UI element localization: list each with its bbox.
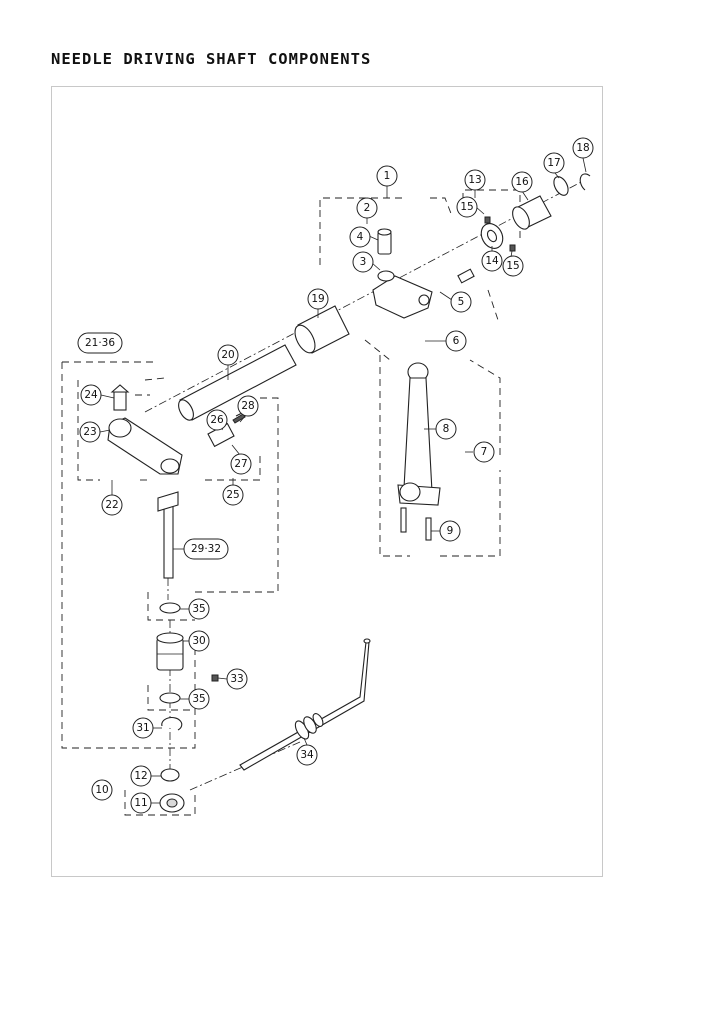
arm-23 [107,384,183,475]
svg-text:6: 6 [453,335,460,347]
ring-18 [579,173,591,191]
callout-6: 6 [445,330,467,352]
bushing-16 [512,195,552,230]
holder-30 [156,632,219,682]
bearing-11 [159,793,185,813]
svg-text:14: 14 [485,255,499,267]
svg-text:4: 4 [357,231,364,243]
crank-3 [372,228,475,319]
callout-26: 26 [206,409,228,431]
svg-text:22: 22 [105,499,118,511]
washer-35-upper [159,602,181,614]
callout-1: 1 [376,165,398,187]
washer-35-lower [159,692,181,704]
svg-text:5: 5 [458,296,465,308]
svg-text:23: 23 [83,426,96,438]
callout-29-32: 29·32 [183,538,229,560]
callout-5: 5 [450,291,472,313]
svg-text:31: 31 [136,722,149,734]
callout-33: 33 [226,668,248,690]
callout-24: 24 [80,384,102,406]
svg-text:15: 15 [460,201,473,213]
svg-text:15: 15 [506,260,519,272]
callout-4: 4 [349,226,371,248]
svg-text:30: 30 [192,635,205,647]
page-title: NEEDLE DRIVING SHAFT COMPONENTS [51,50,372,68]
callout-35-lower: 35 [188,688,210,710]
svg-text:26: 26 [210,414,224,426]
svg-text:11: 11 [134,797,147,809]
svg-text:27: 27 [234,458,247,470]
svg-text:29·32: 29·32 [191,543,221,555]
svg-text:33: 33 [230,673,243,685]
svg-text:20: 20 [221,349,234,361]
sleeve-19 [294,305,350,354]
svg-text:21·36: 21·36 [85,337,115,349]
callout-35-upper: 35 [188,598,210,620]
callout-21-36: 21·36 [77,332,123,354]
connecting-rod-8 [397,362,441,541]
svg-text:13: 13 [468,174,481,186]
callout-19: 19 [307,288,329,310]
svg-text:12: 12 [134,770,147,782]
callout-2: 2 [356,197,378,219]
shaft-20 [178,344,297,421]
callout-20: 20 [217,344,239,366]
svg-text:25: 25 [226,489,239,501]
callout-11: 11 [130,792,152,814]
callout-9: 9 [439,520,461,542]
svg-text:24: 24 [84,389,98,401]
assembly-group-outlines [61,189,521,816]
svg-text:2: 2 [364,202,371,214]
svg-text:8: 8 [443,423,450,435]
callout-30: 30 [188,630,210,652]
callout-25: 25 [222,484,244,506]
callout-18: 18 [572,137,594,159]
rod-34 [239,638,371,771]
svg-text:18: 18 [576,142,589,154]
callout-23: 23 [79,421,101,443]
part-shapes [107,173,591,813]
svg-text:1: 1 [384,170,391,182]
svg-text:9: 9 [447,525,454,537]
svg-text:10: 10 [95,784,108,796]
clip-31 [161,716,183,731]
callout-28: 28 [237,395,259,417]
svg-text:34: 34 [300,749,314,761]
callout-13: 13 [464,169,486,191]
callout-22: 22 [101,494,123,516]
callout-27: 27 [230,453,252,475]
callout-17: 17 [543,152,565,174]
callout-14: 14 [481,250,503,272]
callout-15-upper: 15 [456,196,478,218]
callout-3: 3 [352,251,374,273]
svg-text:35: 35 [192,603,205,615]
callout-34: 34 [296,744,318,766]
needle-bar-29-32 [157,491,179,579]
svg-text:17: 17 [547,157,560,169]
svg-text:16: 16 [515,176,529,188]
callout-16: 16 [511,171,533,193]
callout-31: 31 [132,717,154,739]
callout-7: 7 [473,441,495,463]
collar-14 [480,216,516,252]
washer-12 [160,768,180,782]
callout-8: 8 [435,418,457,440]
callout-12: 12 [130,765,152,787]
svg-text:28: 28 [241,400,254,412]
svg-text:3: 3 [360,256,367,268]
svg-text:19: 19 [311,293,324,305]
svg-text:35: 35 [192,693,205,705]
diagram-frame [51,86,603,877]
callout-10: 10 [91,779,113,801]
svg-text:7: 7 [481,446,488,458]
washer-17 [553,176,569,196]
callout-15-lower: 15 [502,255,524,277]
